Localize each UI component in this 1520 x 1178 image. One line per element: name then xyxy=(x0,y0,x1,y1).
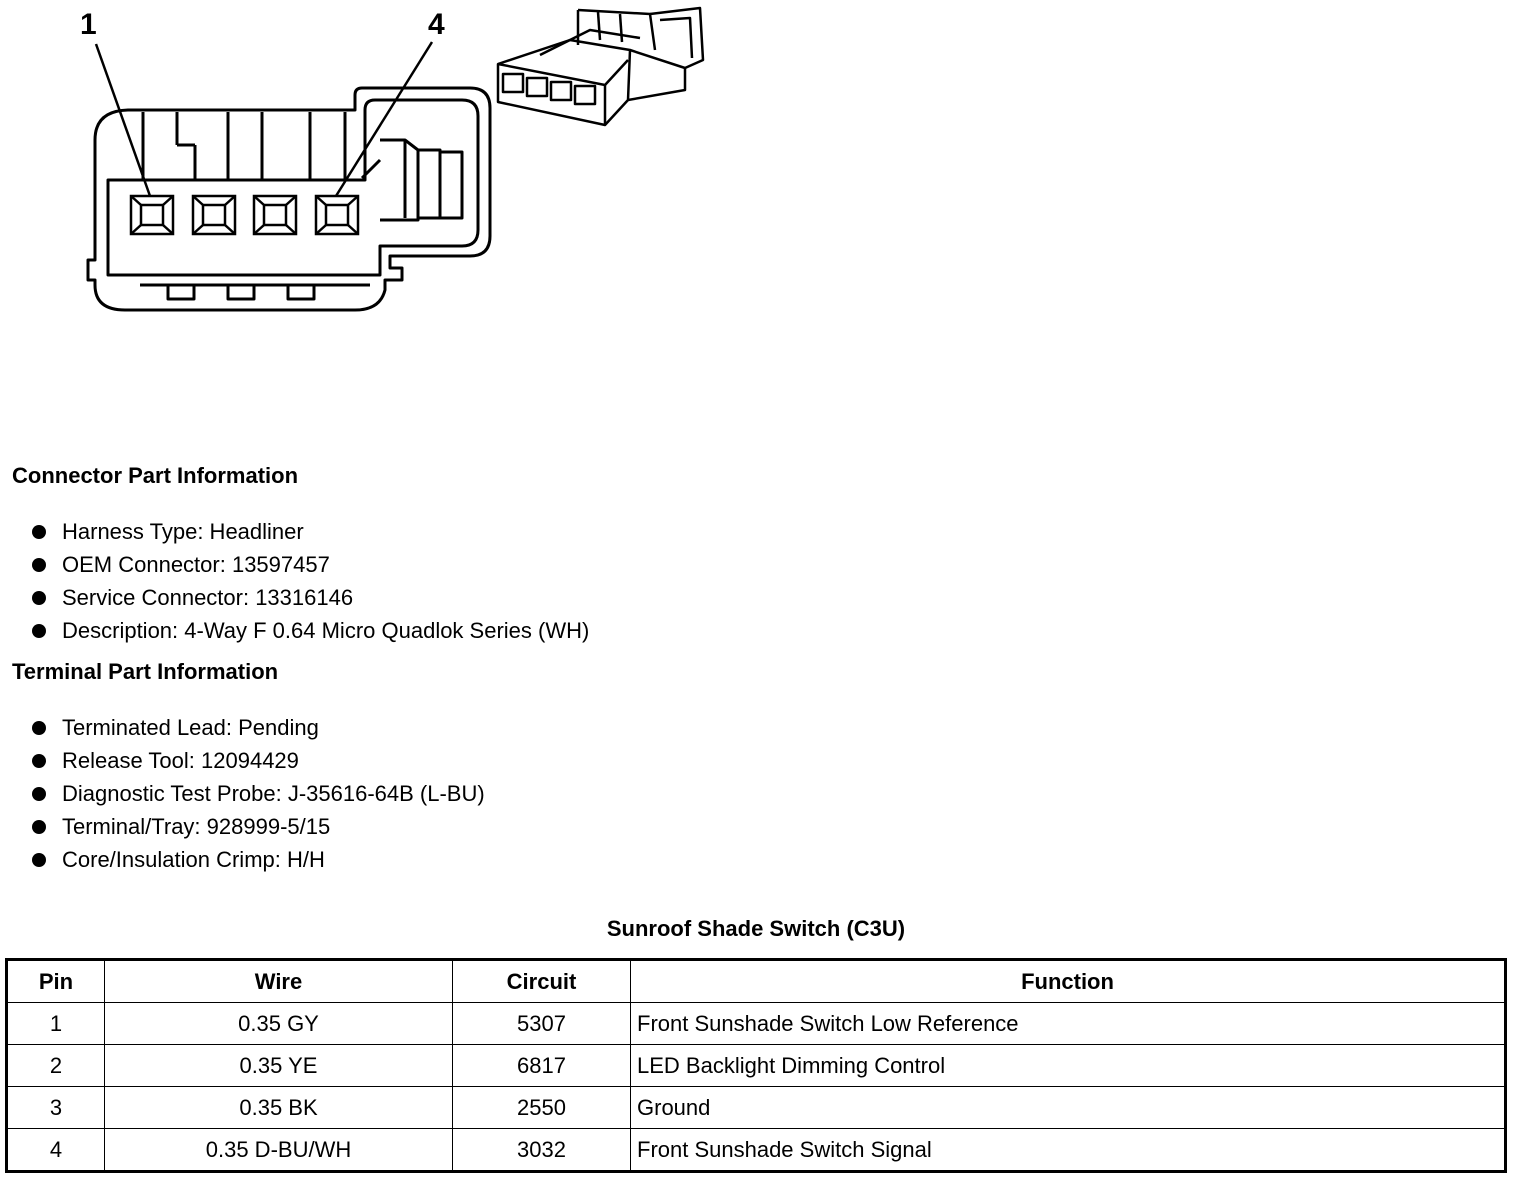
list-item: OEM Connector: 13597457 xyxy=(30,548,589,581)
terminal-cavity-4 xyxy=(314,194,360,236)
cell-function: LED Backlight Dimming Control xyxy=(630,1044,1506,1087)
cell-function: Ground xyxy=(630,1086,1506,1129)
cell-pin: 3 xyxy=(6,1086,105,1129)
table-row: 2 0.35 YE 6817 LED Backlight Dimming Con… xyxy=(6,1044,1506,1087)
connector-body-outline xyxy=(86,86,492,312)
connector-part-info-title: Connector Part Information xyxy=(12,463,299,488)
connector-inner-frame xyxy=(106,98,480,277)
column-header-pin: Pin xyxy=(6,959,105,1003)
column-header-circuit: Circuit xyxy=(452,959,631,1003)
list-item: Harness Type: Headliner xyxy=(30,515,589,548)
list-item: Diagnostic Test Probe: J-35616-64B (L-BU… xyxy=(30,777,485,810)
cell-wire: 0.35 GY xyxy=(104,1002,453,1045)
cell-wire: 0.35 D-BU/WH xyxy=(104,1128,453,1172)
column-header-function: Function xyxy=(630,959,1506,1003)
terminal-part-info-list: Terminated Lead: Pending Release Tool: 1… xyxy=(30,711,485,876)
table-header-row: Pin Wire Circuit Function xyxy=(6,959,1506,1003)
list-item: Description: 4-Way F 0.64 Micro Quadlok … xyxy=(30,614,589,647)
pin-table: Pin Wire Circuit Function 1 0.35 GY 5307… xyxy=(5,958,1507,1173)
connector-diagram: 1 4 xyxy=(0,0,760,340)
connector-part-info-list: Harness Type: Headliner OEM Connector: 1… xyxy=(30,515,589,647)
list-item: Release Tool: 12094429 xyxy=(30,744,485,777)
list-item: Terminal/Tray: 928999-5/15 xyxy=(30,810,485,843)
connector-illustration xyxy=(86,6,705,312)
list-item: Core/Insulation Crimp: H/H xyxy=(30,843,485,876)
list-item: Service Connector: 13316146 xyxy=(30,581,589,614)
table-row: 1 0.35 GY 5307 Front Sunshade Switch Low… xyxy=(6,1002,1506,1045)
terminal-part-info-title: Terminal Part Information xyxy=(12,659,279,684)
cell-wire: 0.35 BK xyxy=(104,1086,453,1129)
cell-circuit: 2550 xyxy=(452,1086,631,1129)
cell-wire: 0.35 YE xyxy=(104,1044,453,1087)
callout-pin-1: 1 xyxy=(80,8,97,41)
cell-circuit: 3032 xyxy=(452,1128,631,1172)
table-row: 3 0.35 BK 2550 Ground xyxy=(6,1086,1506,1129)
terminal-cavity-3 xyxy=(252,194,298,236)
leader-line-4 xyxy=(334,41,434,197)
connector-latch xyxy=(380,138,420,222)
cell-function: Front Sunshade Switch Signal xyxy=(630,1128,1506,1172)
list-item: Terminated Lead: Pending xyxy=(30,711,485,744)
cell-pin: 1 xyxy=(6,1002,105,1045)
cell-circuit: 5307 xyxy=(452,1002,631,1045)
callout-pin-4: 4 xyxy=(428,8,445,41)
pin-table-title: Sunroof Shade Switch (C3U) xyxy=(606,916,906,941)
terminal-cavity-1 xyxy=(129,194,175,236)
table-row: 4 0.35 D-BU/WH 3032 Front Sunshade Switc… xyxy=(6,1128,1506,1172)
cell-function: Front Sunshade Switch Low Reference xyxy=(630,1002,1506,1045)
cell-pin: 2 xyxy=(6,1044,105,1087)
cell-circuit: 6817 xyxy=(452,1044,631,1087)
column-header-wire: Wire xyxy=(104,959,453,1003)
cell-pin: 4 xyxy=(6,1128,105,1172)
leader-line-1 xyxy=(94,43,152,197)
terminal-cavity-2 xyxy=(191,194,237,236)
connector-iso-view xyxy=(496,6,705,127)
